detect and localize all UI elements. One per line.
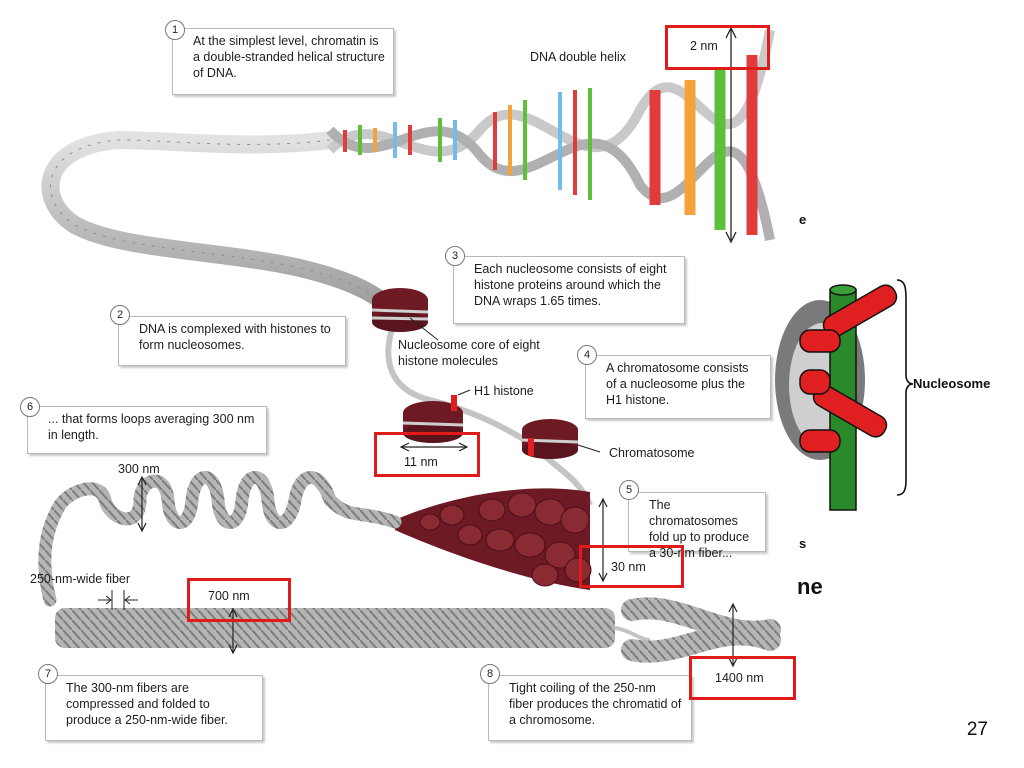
h1-histone-label: H1 histone bbox=[474, 384, 534, 398]
side-partial-top: e bbox=[799, 212, 807, 227]
nucleosome-core-label: Nucleosome core of eight histone molecul… bbox=[398, 338, 540, 368]
highlight-30nm bbox=[579, 545, 684, 588]
fiber-250nm-label: 250-nm-wide fiber bbox=[30, 572, 131, 586]
thirty-nm-fiber bbox=[395, 488, 592, 590]
dna-ribbon bbox=[41, 130, 399, 319]
step-3-box: Each nucleosome consists of eight histon… bbox=[453, 256, 685, 324]
dna-double-helix bbox=[326, 29, 775, 241]
chromatosome-label: Chromatosome bbox=[609, 446, 695, 460]
side-partial-bottom: s bbox=[799, 536, 807, 551]
chromatosome bbox=[521, 419, 601, 459]
nucleosome-core bbox=[371, 288, 439, 341]
step-4-badge: 4 bbox=[577, 345, 597, 365]
side-nucleosome-image bbox=[775, 279, 914, 511]
step-5-box: The chromatosomes fold up to produce a 3… bbox=[628, 492, 766, 560]
step-6-box: ... that forms loops averaging 300 nm in… bbox=[27, 406, 267, 454]
chromatosome-h1 bbox=[402, 389, 471, 443]
step-8-badge: 8 bbox=[480, 664, 500, 684]
side-partial-word: ne bbox=[797, 574, 823, 599]
highlight-1400nm bbox=[689, 656, 796, 700]
highlight-11nm bbox=[374, 432, 480, 477]
chromatid bbox=[621, 597, 781, 663]
step-5-badge: 5 bbox=[619, 480, 639, 500]
step-1-box: At the simplest level, chromatin is a do… bbox=[172, 28, 394, 95]
step-8-box: Tight coiling of the 250-nm fiber produc… bbox=[488, 675, 692, 741]
step-3-badge: 3 bbox=[445, 246, 465, 266]
step-7-badge: 7 bbox=[38, 664, 58, 684]
dna-helix-label: DNA double helix bbox=[530, 50, 626, 64]
measure-1400nm: 1400 nm bbox=[715, 671, 764, 685]
measure-11nm: 11 nm bbox=[404, 455, 438, 469]
side-nucleosome-label: Nucleosome bbox=[913, 376, 991, 391]
fiber-250nm bbox=[55, 608, 615, 648]
step-1-badge: 1 bbox=[165, 20, 185, 40]
highlight-2nm bbox=[665, 25, 770, 70]
highlight-700nm bbox=[187, 578, 291, 622]
measure-2nm: 2 nm bbox=[690, 39, 718, 53]
loops-300nm bbox=[38, 471, 402, 607]
step-6-badge: 6 bbox=[20, 397, 40, 417]
loop-300nm-label: 300 nm bbox=[118, 462, 160, 476]
measure-700nm: 700 nm bbox=[208, 589, 250, 603]
step-7-box: The 300-nm fibers are compressed and fol… bbox=[45, 675, 263, 741]
step-4-box: A chromatosome consists of a nucleosome … bbox=[585, 355, 771, 419]
step-2-badge: 2 bbox=[110, 305, 130, 325]
step-2-box: DNA is complexed with histones to form n… bbox=[118, 316, 346, 366]
measure-30nm: 30 nm bbox=[611, 560, 646, 574]
page-number: 27 bbox=[966, 719, 988, 740]
